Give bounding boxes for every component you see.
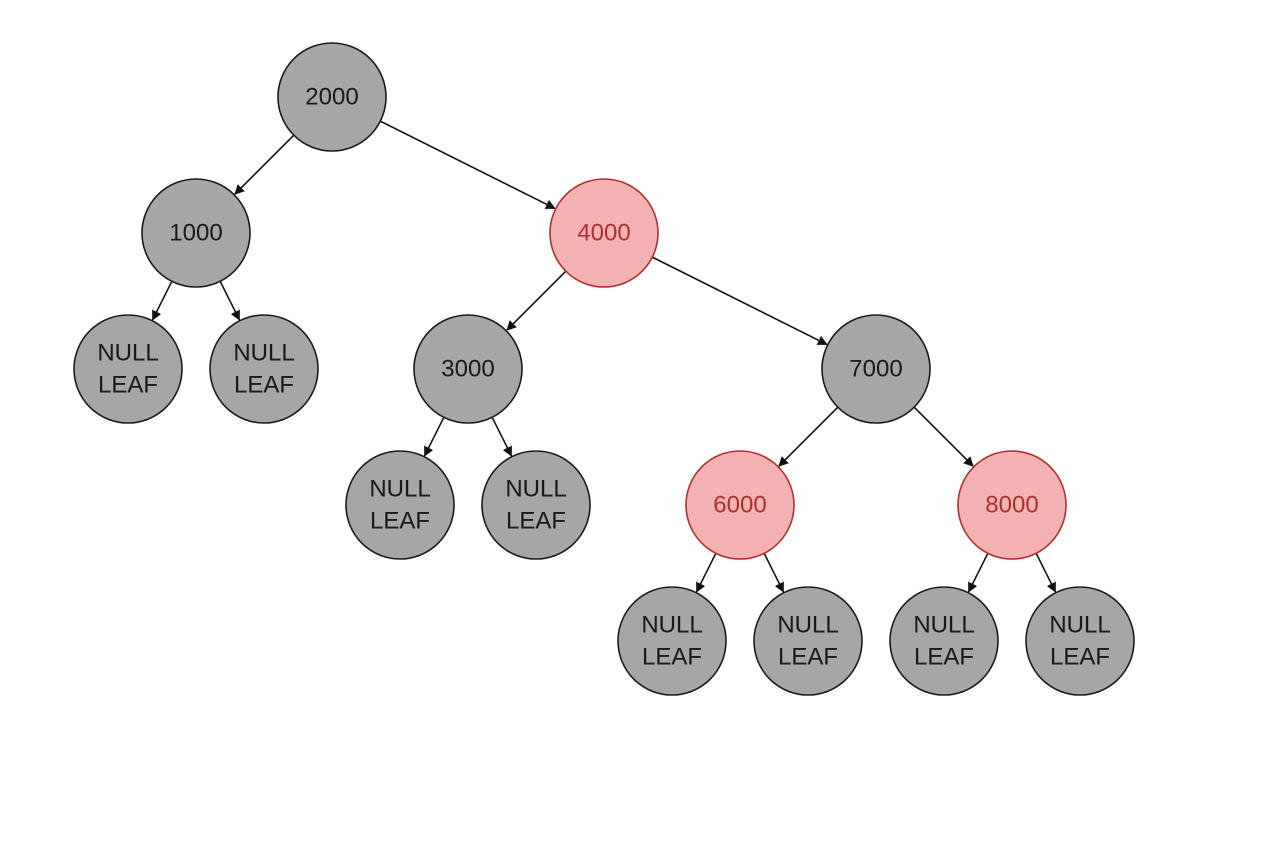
black-node-circle [141,178,251,288]
null-leaf-node: NULL LEAF [753,586,863,696]
node-label: 7000 [849,356,902,383]
node-label: LEAF [98,372,158,399]
null-leaf-node: NULL LEAF [481,450,591,560]
node-label: 4000 [577,220,630,247]
node-label: LEAF [914,644,974,671]
null-leaf-node: NULL LEAF [209,314,319,424]
edge-n1000-to-leaf2 [219,280,241,321]
edge-n4000-to-n7000 [651,256,828,346]
black-node-circle [1025,586,1135,696]
node-label: LEAF [642,644,702,671]
edge-n8000-to-leaf8 [1035,552,1057,593]
edge-n6000-to-leaf6 [763,552,785,593]
node-label: NULL [233,340,294,367]
null-leaf-node: NULL LEAF [889,586,999,696]
edge-n6000-to-leaf5 [695,552,717,593]
node-label: NULL [1049,612,1110,639]
black-node-circle [345,450,455,560]
node-label: 3000 [441,356,494,383]
node-label: 2000 [305,84,358,111]
null-leaf-node: NULL LEAF [1025,586,1135,696]
tree-node-6000: 6000 [685,450,795,560]
node-label: NULL [369,476,430,503]
black-node-circle [277,42,387,152]
null-leaf-node: NULL LEAF [617,586,727,696]
red-node-circle [549,178,659,288]
edge-n3000-to-leaf4 [491,416,513,457]
tree-node-1000: 1000 [141,178,251,288]
tree-node-8000: 8000 [957,450,1067,560]
black-node-circle [753,586,863,696]
edge-n7000-to-n6000 [778,406,839,467]
black-node-circle [481,450,591,560]
red-node-circle [685,450,795,560]
edge-n1000-to-leaf1 [151,280,173,321]
black-node-circle [209,314,319,424]
node-label: 8000 [985,492,1038,519]
null-leaf-node: NULL LEAF [345,450,455,560]
node-label: 6000 [713,492,766,519]
edge-n3000-to-leaf3 [423,416,445,457]
node-label: NULL [97,340,158,367]
edge-n2000-to-n1000 [234,134,295,195]
black-node-circle [821,314,931,424]
red-node-circle [957,450,1067,560]
node-label: LEAF [778,644,838,671]
tree-node-2000: 2000 [277,42,387,152]
node-label: NULL [641,612,702,639]
tree-node-3000: 3000 [413,314,523,424]
black-node-circle [889,586,999,696]
node-label: NULL [913,612,974,639]
tree-node-7000: 7000 [821,314,931,424]
edges-layer [151,120,1057,593]
node-label: LEAF [234,372,294,399]
edge-n4000-to-n3000 [506,270,567,331]
node-label: NULL [777,612,838,639]
tree-node-4000: 4000 [549,178,659,288]
node-label: NULL [505,476,566,503]
black-node-circle [413,314,523,424]
node-label: LEAF [370,508,430,535]
null-leaf-node: NULL LEAF [73,314,183,424]
edge-n8000-to-leaf7 [967,552,989,593]
black-node-circle [73,314,183,424]
black-node-circle [617,586,727,696]
node-label: LEAF [506,508,566,535]
node-label: LEAF [1050,644,1110,671]
edge-n7000-to-n8000 [913,406,974,467]
edge-n2000-to-n4000 [379,120,556,210]
node-label: 1000 [169,220,222,247]
